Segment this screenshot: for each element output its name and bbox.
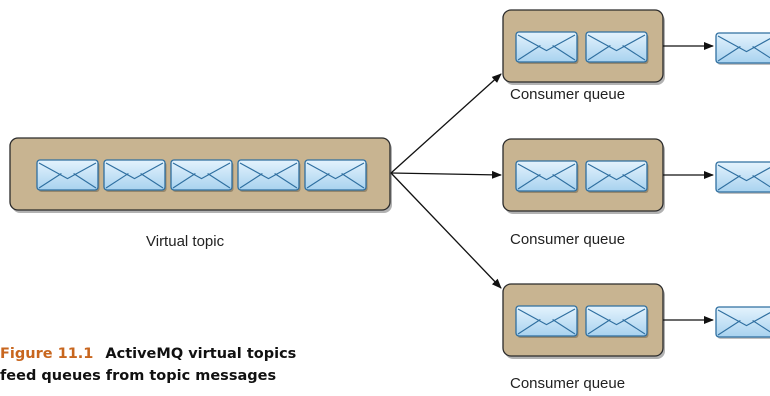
caption-line-1: ActiveMQ virtual topics [105, 346, 297, 362]
fanout-arrow-3 [390, 172, 502, 289]
queue-message-envelope-icon [515, 305, 579, 338]
queue-message-envelope-icon [585, 31, 649, 64]
caption-line-2: feed queues from topic messages [0, 368, 277, 384]
figure-caption: Figure 11.1 ActiveMQ virtual topics feed … [0, 343, 296, 387]
consumer-queue-label-1: Consumer queue [510, 86, 626, 103]
consumer-queue-label-2: Consumer queue [510, 231, 626, 248]
fanout-arrow-1 [390, 73, 502, 174]
figure-number: Figure 11.1 [0, 346, 94, 362]
consumer-envelope-icon [715, 306, 770, 339]
topic-message-envelope-icon [36, 159, 100, 192]
topic-message-envelope-icon [237, 159, 301, 192]
virtual-topic-label: Virtual topic [146, 233, 225, 250]
queue-message-envelope-icon [585, 305, 649, 338]
topic-message-envelope-icon [170, 159, 234, 192]
consumer-envelope-icon [715, 32, 770, 65]
consumer-queue-label-3: Consumer queue [510, 375, 626, 392]
fanout-arrow-2 [390, 170, 502, 179]
queue-message-envelope-icon [515, 160, 579, 193]
queue-message-envelope-icon [515, 31, 579, 64]
queue-message-envelope-icon [585, 160, 649, 193]
topic-message-envelope-icon [304, 159, 368, 192]
topic-message-envelope-icon [103, 159, 167, 192]
consumer-envelope-icon [715, 161, 770, 194]
